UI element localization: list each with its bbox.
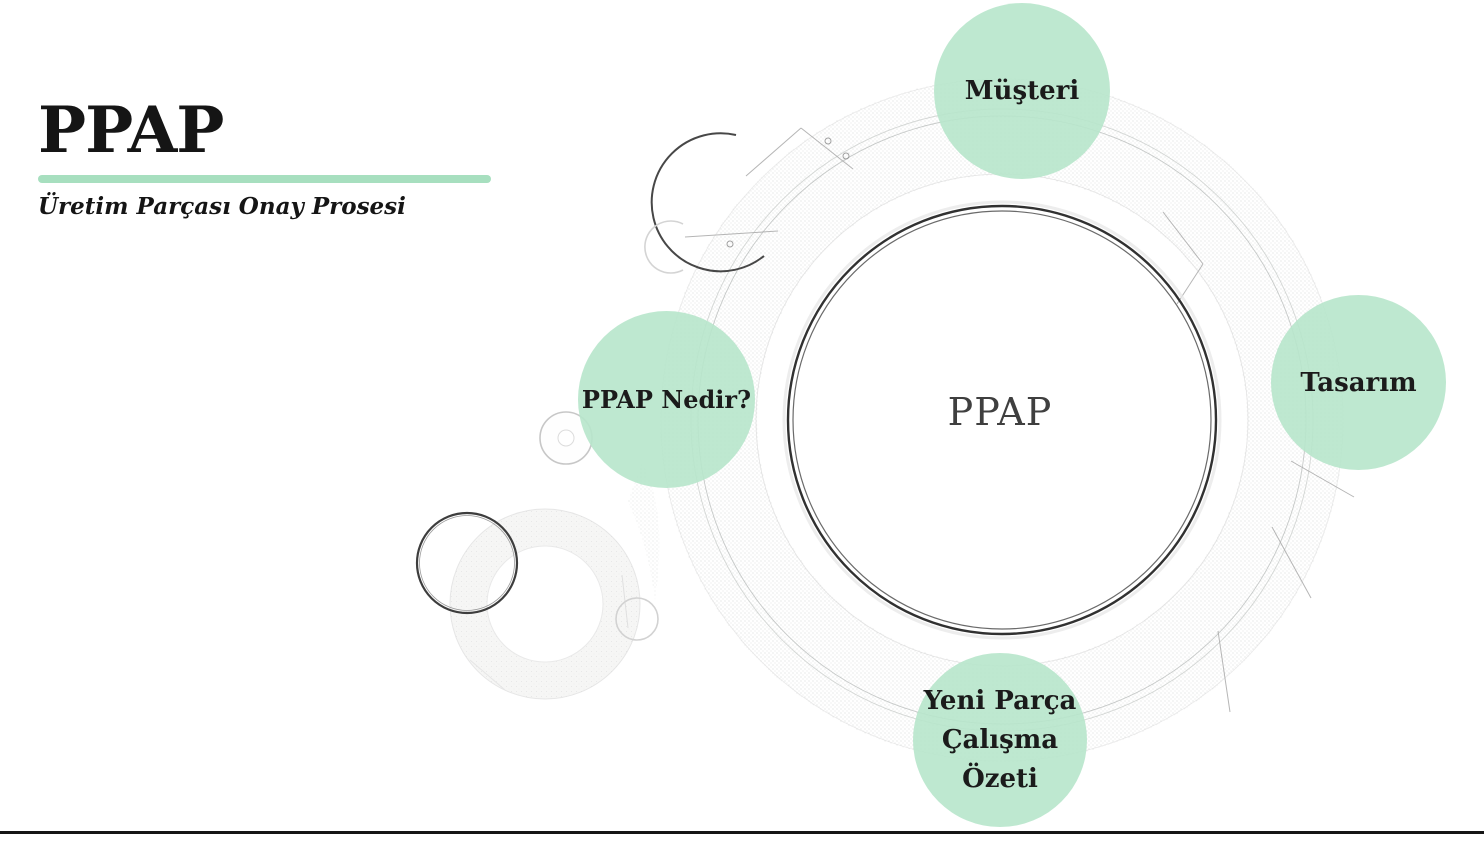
bottom-rule	[0, 831, 1484, 834]
title-underline-bar	[38, 175, 491, 184]
ring-center-label: PPAP	[947, 390, 1053, 434]
inner-ring-circle	[782, 200, 1222, 640]
decorative-circles-bottom	[415, 411, 659, 700]
topic-node-tasarim[interactable]: Tasarım	[1271, 295, 1446, 470]
topic-node-yeni-parca[interactable]: Yeni Parça Çalışma Özeti	[913, 653, 1087, 827]
topic-node-ppap-nedir[interactable]: PPAP Nedir?	[578, 311, 755, 488]
page-title: PPAP	[38, 93, 224, 168]
decorative-circles-top	[644, 132, 765, 274]
sketch-hatch-marks	[684, 127, 1355, 713]
topic-node-label: Tasarım	[1300, 367, 1417, 398]
topic-node-label: PPAP Nedir?	[581, 385, 752, 414]
topic-node-musteri[interactable]: Müşteri	[934, 3, 1110, 179]
topic-node-label: Müşteri	[964, 76, 1080, 106]
topic-node-label: Yeni Parça Çalışma Özeti	[923, 685, 1077, 794]
slide-header: PPAP Üretim Parçası Onay Prosesi	[38, 93, 508, 221]
page-subtitle: Üretim Parçası Onay Prosesi	[38, 193, 406, 221]
